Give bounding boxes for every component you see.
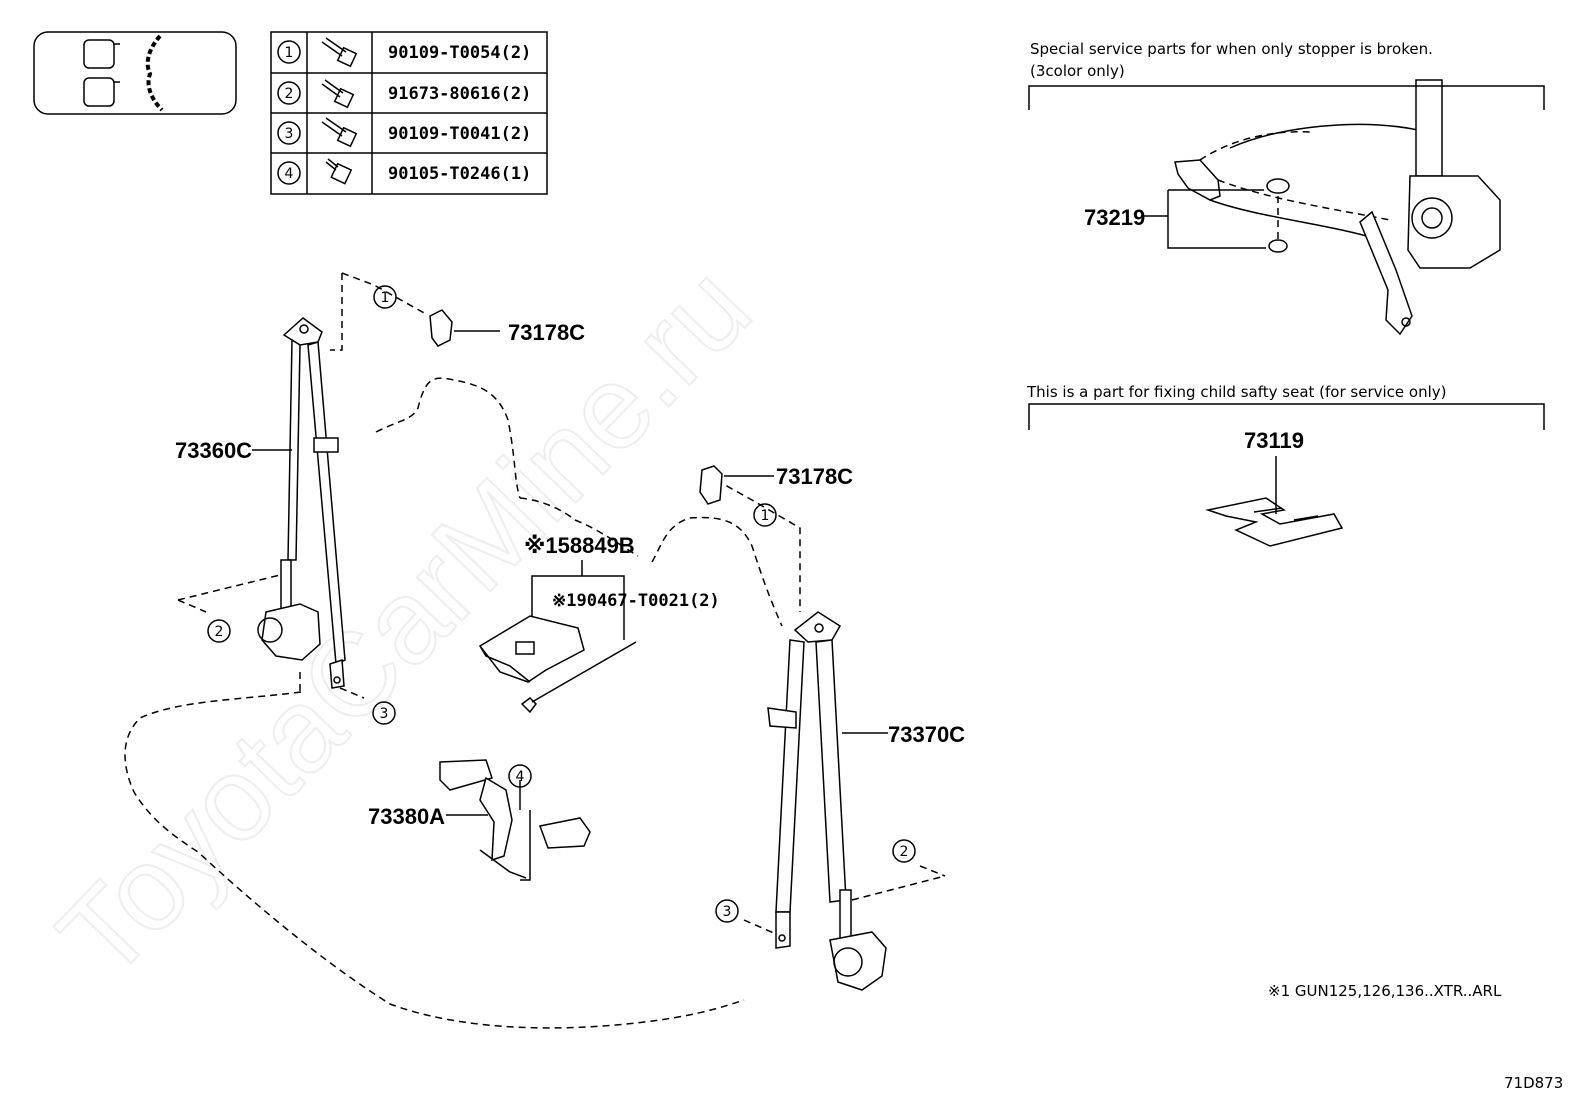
left-seat-belt-assembly bbox=[177, 272, 427, 699]
screw-marker-1-top-left: 1 bbox=[373, 285, 397, 309]
rear-seat-outline bbox=[124, 377, 783, 1029]
svg-text:2: 2 bbox=[900, 844, 909, 860]
label-73370c: 73370C bbox=[888, 722, 965, 747]
child-fix-plate bbox=[1205, 456, 1344, 547]
stopper-note-bracket bbox=[1028, 85, 1545, 110]
screw-marker-2-right: 2 bbox=[892, 839, 916, 863]
label-73360c: 73360C bbox=[175, 438, 252, 463]
label-58849b: ※158849B bbox=[524, 533, 635, 558]
table-row: 2 91673-80616(2) bbox=[277, 79, 531, 109]
footnote: ※1 GUN125,126,136..XTR..ARL bbox=[1268, 982, 1502, 1000]
diagram-id: 71D873 bbox=[1504, 1074, 1563, 1092]
table-row: 1 90109-T0054(2) bbox=[277, 37, 531, 68]
svg-text:1: 1 bbox=[381, 290, 390, 306]
screw-marker-4-buckle: 4 bbox=[508, 764, 532, 788]
child-seat-note: This is a part for fixing child safty se… bbox=[1026, 383, 1446, 401]
right-seat-belt-assembly bbox=[715, 479, 946, 991]
bolt-icon bbox=[321, 79, 355, 109]
screw-marker-2-left: 2 bbox=[207, 619, 231, 643]
screw-marker-3-left: 3 bbox=[372, 701, 396, 725]
part-number: 91673-80616(2) bbox=[388, 84, 531, 104]
label-73119: 73119 bbox=[1244, 428, 1304, 453]
screw-marker-3-right: 3 bbox=[715, 899, 739, 923]
label-73380a: 73380A bbox=[368, 804, 445, 829]
screw-marker-1-top-right: 1 bbox=[753, 503, 777, 527]
svg-text:1: 1 bbox=[761, 508, 770, 524]
svg-text:2: 2 bbox=[215, 624, 224, 640]
bolt-icon bbox=[321, 117, 358, 148]
stopper-note-line1: Special service parts for when only stop… bbox=[1030, 40, 1433, 58]
fastener-table: 1 90109-T0054(2) 2 91673-80616(2) 3 9010 bbox=[270, 31, 548, 195]
row-number: 4 bbox=[285, 166, 294, 182]
svg-text:3: 3 bbox=[380, 706, 389, 722]
label-90467-t0021: ※190467-T0021(2) bbox=[552, 591, 720, 611]
child-seat-note-bracket bbox=[1028, 403, 1545, 430]
stopper-service-detail bbox=[1142, 79, 1501, 336]
center-buckle bbox=[439, 759, 591, 881]
bolt-icon bbox=[325, 158, 353, 185]
part-number: 90109-T0041(2) bbox=[388, 124, 531, 144]
child-seat-anchor-bracket bbox=[478, 615, 637, 714]
svg-text:4: 4 bbox=[516, 769, 525, 785]
vehicle-position-icon bbox=[33, 31, 237, 115]
row-number: 3 bbox=[285, 126, 294, 142]
label-73178c-left: 73178C bbox=[508, 320, 585, 345]
row-number: 2 bbox=[285, 86, 294, 102]
anchor-cover-right bbox=[699, 465, 774, 505]
label-73219: 73219 bbox=[1084, 205, 1145, 230]
bolt-icon bbox=[321, 37, 358, 68]
svg-text:3: 3 bbox=[723, 904, 732, 920]
leader-line bbox=[531, 575, 625, 640]
table-row: 4 90105-T0246(1) bbox=[277, 158, 531, 185]
stopper-note-line2: (3color only) bbox=[1030, 62, 1125, 80]
anchor-cover-left bbox=[429, 309, 500, 347]
row-number: 1 bbox=[285, 45, 294, 61]
part-number: 90109-T0054(2) bbox=[388, 43, 531, 63]
label-73178c-right: 73178C bbox=[776, 464, 853, 489]
table-row: 3 90109-T0041(2) bbox=[277, 117, 531, 148]
watermark: ToyotaCarMine.ru bbox=[34, 241, 776, 1003]
part-number: 90105-T0246(1) bbox=[388, 164, 531, 184]
